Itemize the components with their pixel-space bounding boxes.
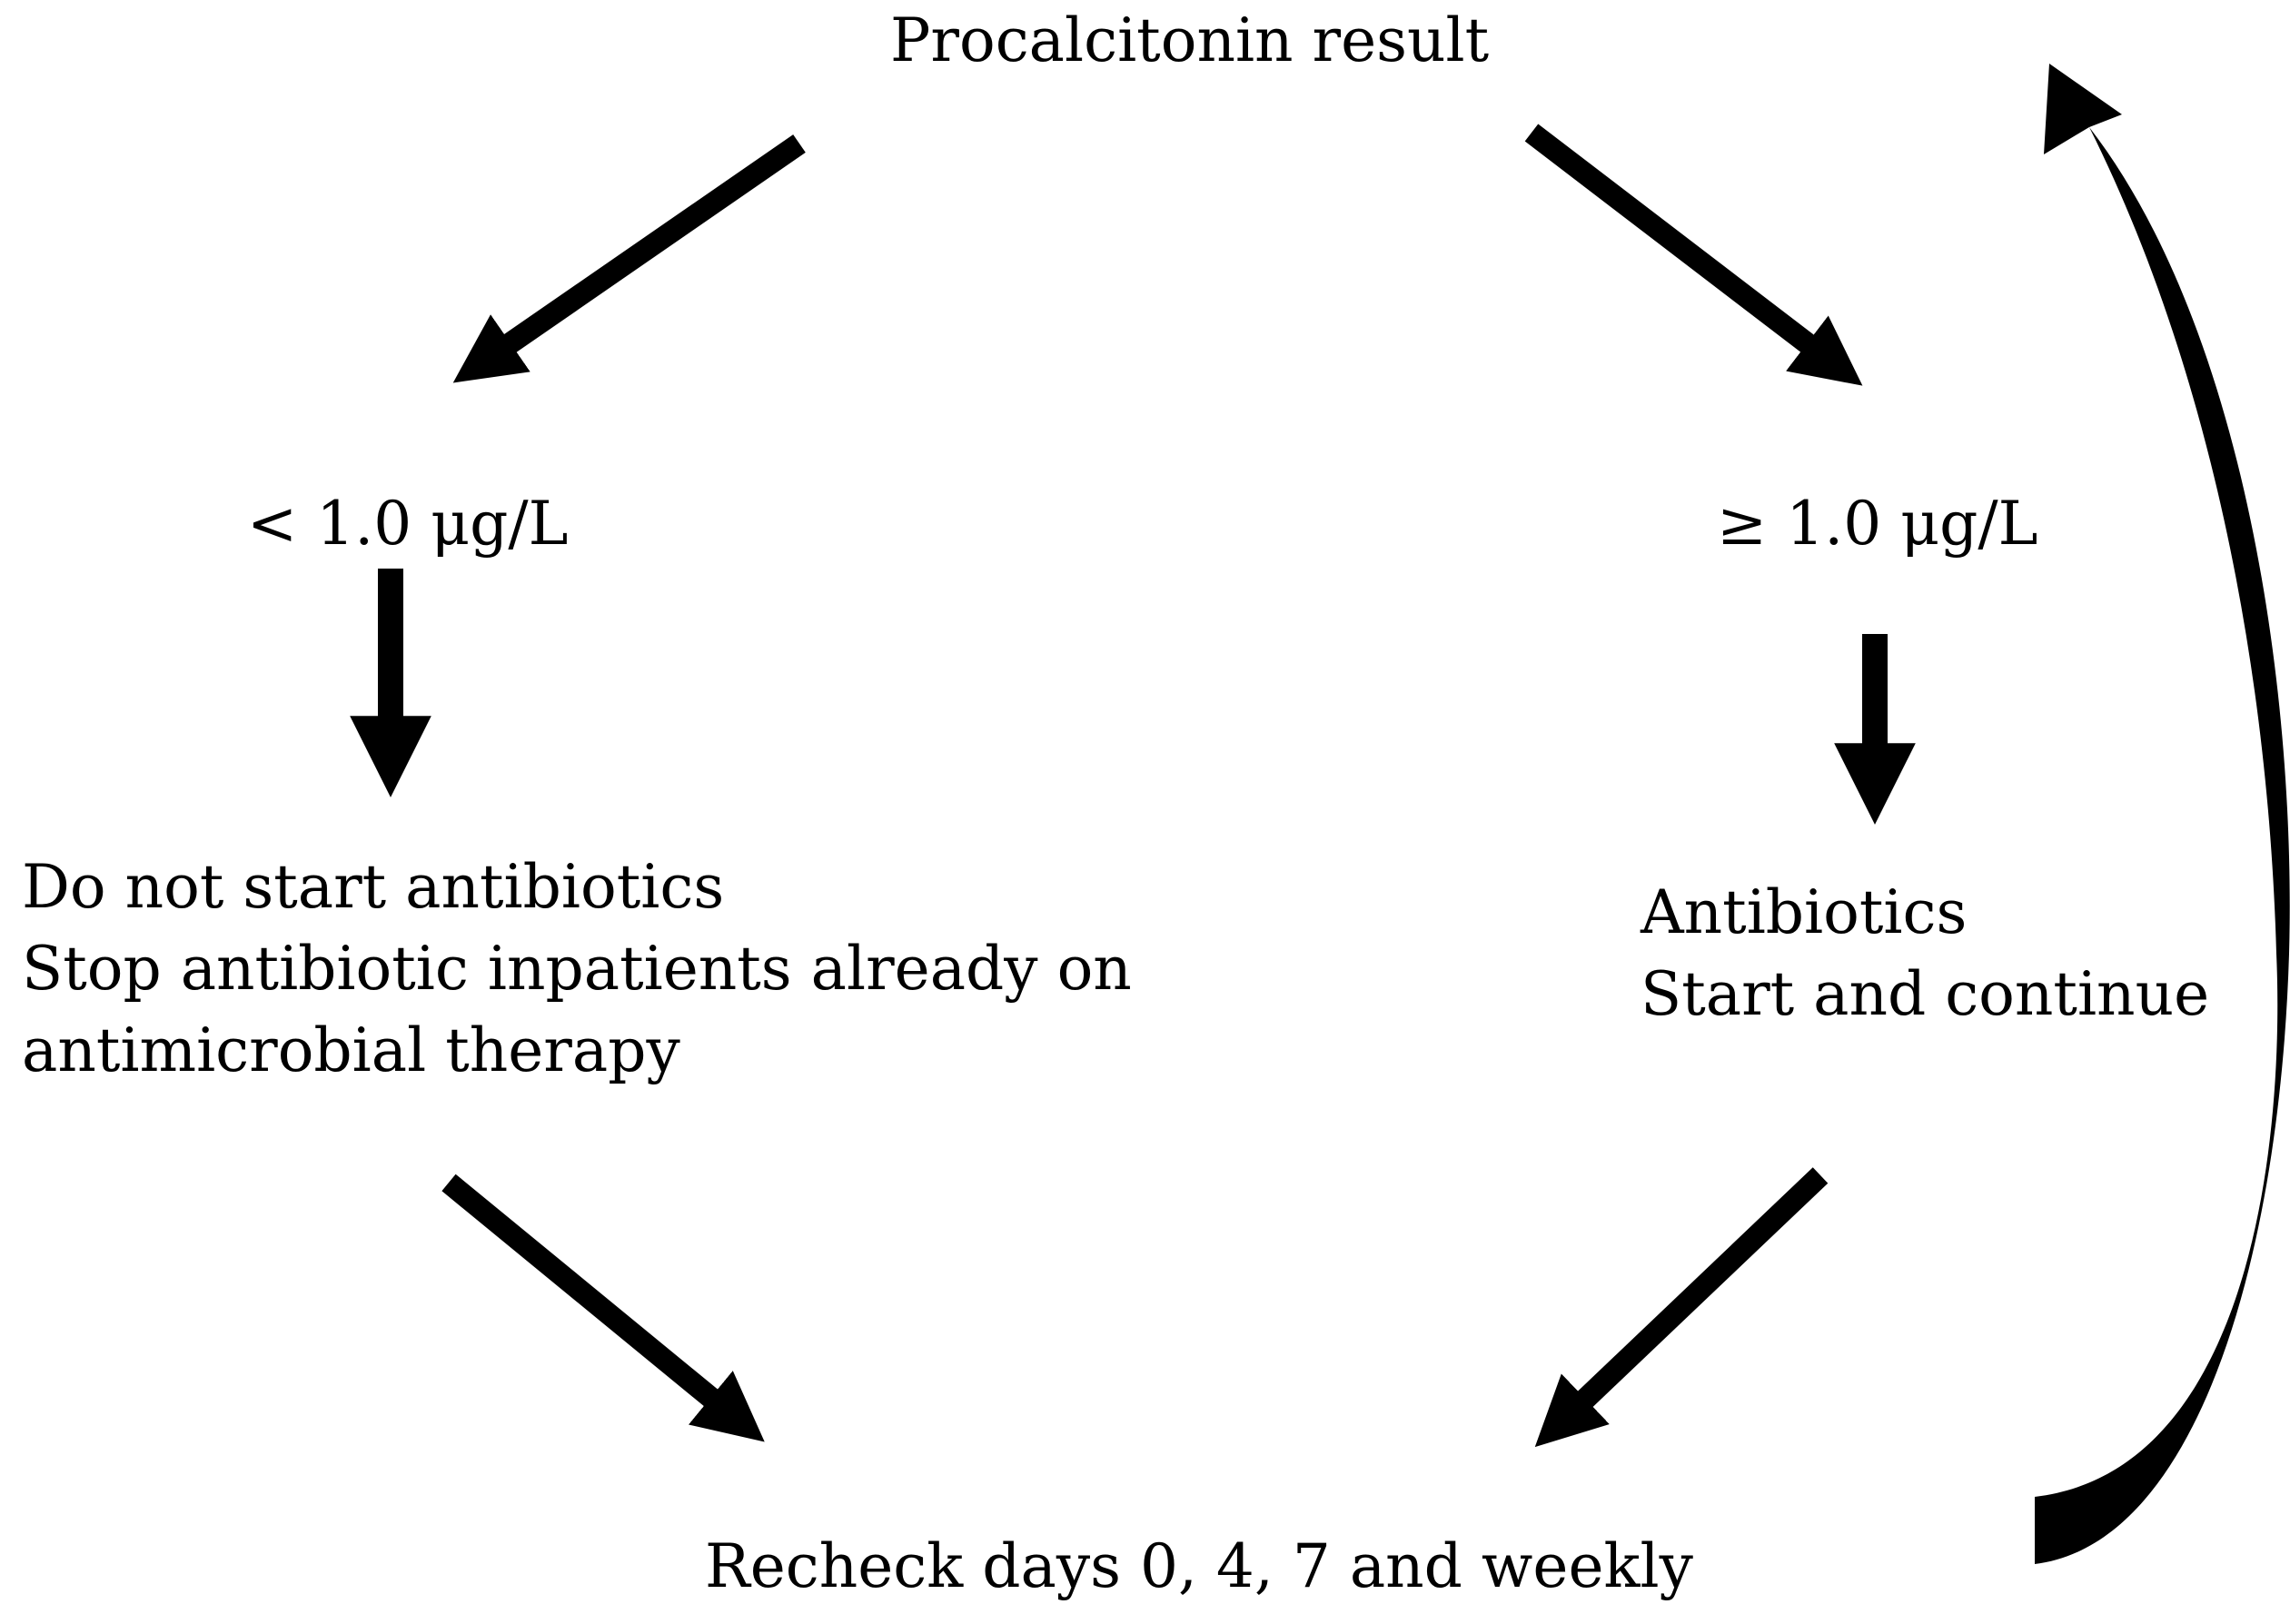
node-high-threshold-text: ≥ 1.0 μg/L bbox=[1717, 489, 2038, 559]
arrow-low-action-to-recheck bbox=[441, 1173, 765, 1442]
node-procalcitonin-result-text: Procalcitonin result bbox=[890, 5, 1490, 75]
low-action-line-2: Stop antibiotic inpatients already on bbox=[22, 934, 1132, 1004]
arrow-start-to-high bbox=[1524, 124, 1863, 386]
arrow-loop-recheck-to-start bbox=[2035, 64, 2290, 1564]
high-action-line-2: Start and continue bbox=[1641, 959, 2210, 1029]
arrow-high-action-to-recheck bbox=[1534, 1167, 1829, 1448]
node-low-threshold: < 1.0 μg/L bbox=[247, 483, 568, 565]
node-high-threshold: ≥ 1.0 μg/L bbox=[1717, 483, 2037, 565]
node-low-action: Do not start antibiotics Stop antibiotic… bbox=[22, 847, 1132, 1092]
node-low-threshold-text: < 1.0 μg/L bbox=[247, 489, 569, 559]
node-high-action: Antibiotics Start and continue bbox=[1641, 872, 2209, 1035]
node-procalcitonin-result: Procalcitonin result bbox=[890, 0, 1489, 82]
node-recheck-text: Recheck days 0, 4, 7 and weekly bbox=[705, 1531, 1693, 1601]
low-action-line-3: antimicrobial therapy bbox=[22, 1015, 680, 1085]
arrow-start-to-low bbox=[452, 134, 806, 383]
node-recheck: Recheck days 0, 4, 7 and weekly bbox=[705, 1526, 1693, 1608]
low-action-line-1: Do not start antibiotics bbox=[22, 852, 725, 922]
high-action-line-1: Antibiotics bbox=[1641, 877, 1968, 947]
